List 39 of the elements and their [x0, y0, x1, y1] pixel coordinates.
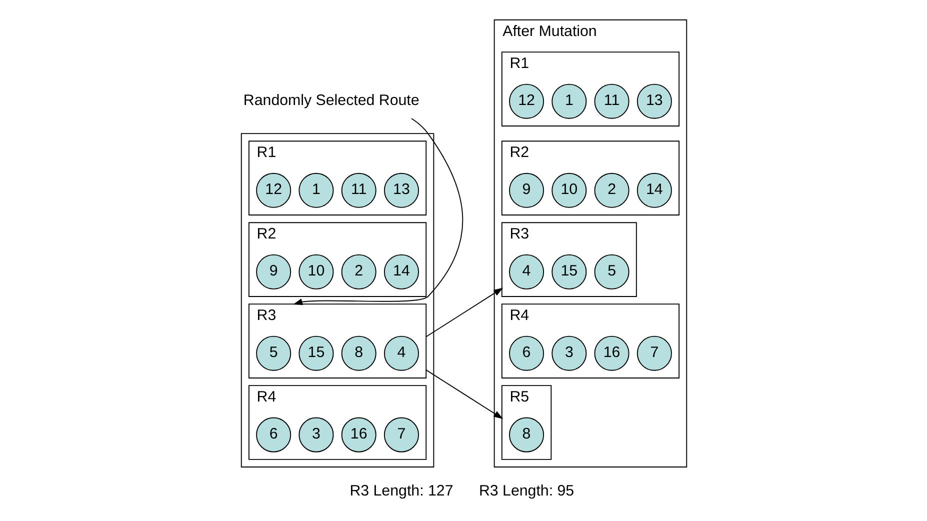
node-circle: 4 — [383, 336, 418, 371]
arrow — [425, 288, 503, 338]
node-circle: 12 — [508, 84, 544, 119]
cluster — [240, 133, 434, 468]
label: R3 Length: 127 — [349, 482, 453, 500]
node-circle: 7 — [636, 336, 672, 371]
node-circle: 1 — [298, 172, 334, 208]
node-circle: 6 — [508, 336, 544, 371]
arrow — [425, 369, 503, 419]
node-circle: 15 — [298, 336, 334, 371]
node-circle: 3 — [298, 417, 334, 452]
node-circle: 12 — [256, 172, 291, 208]
node-circle: 13 — [636, 84, 672, 119]
node-text: Randomly Selected Route — [242, 92, 419, 109]
node-circle: 5 — [594, 254, 629, 290]
node-circle: 3 — [551, 336, 586, 371]
node-circle: 10 — [551, 172, 586, 208]
node-circle: 2 — [340, 254, 376, 290]
node-circle: 13 — [383, 172, 418, 208]
node-circle: 8 — [340, 336, 376, 371]
node-circle: 9 — [508, 172, 544, 208]
node-circle: 8 — [508, 417, 544, 452]
node-circle: 11 — [594, 84, 629, 119]
node-circle: 16 — [594, 336, 629, 371]
node-circle: 6 — [256, 417, 291, 452]
arrow — [292, 118, 463, 306]
node-circle: 5 — [256, 336, 291, 371]
node-circle: 10 — [298, 254, 334, 290]
node-circle: 1 — [551, 84, 586, 119]
node-circle: 11 — [340, 172, 376, 208]
node-circle: 14 — [383, 254, 418, 290]
node-circle: 2 — [594, 172, 629, 208]
node-circle: 7 — [383, 417, 418, 452]
node-circle: 4 — [508, 254, 544, 290]
node-circle: 14 — [636, 172, 672, 208]
label: R3 Length: 95 — [478, 482, 574, 500]
node-circle: 15 — [551, 254, 586, 290]
node-circle: 16 — [340, 417, 376, 452]
node-circle: 9 — [256, 254, 291, 290]
